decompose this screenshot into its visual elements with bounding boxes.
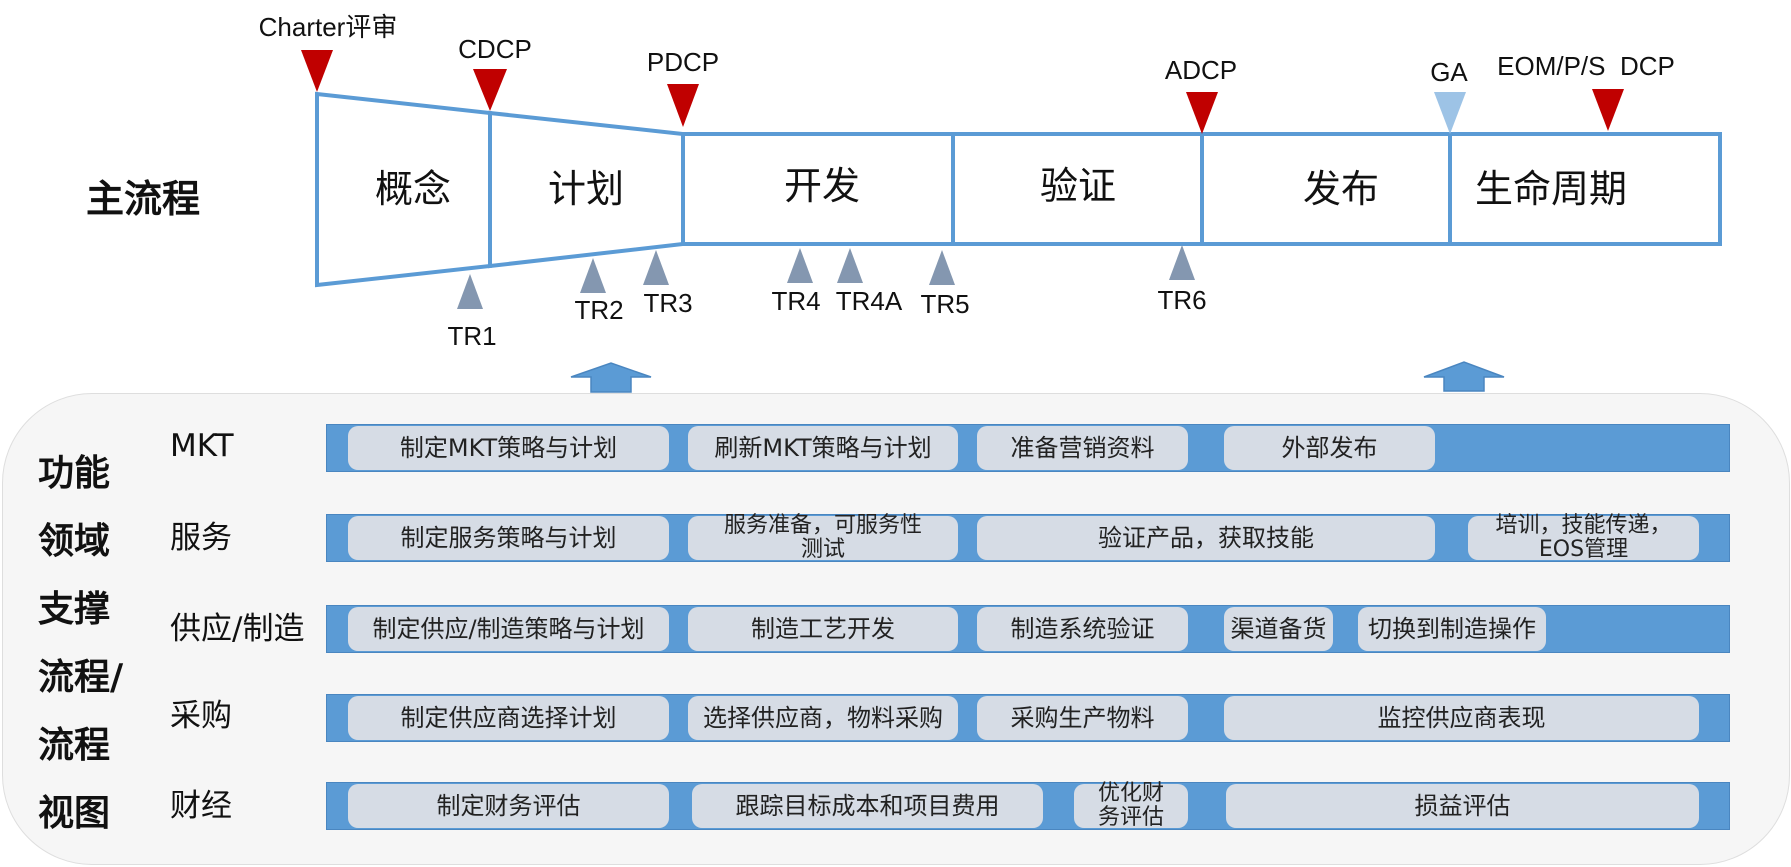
task-mkt-3: 准备营销资料 xyxy=(977,426,1188,470)
stage-label-concept: 概念 xyxy=(375,167,451,211)
main-flow-title: 主流程 xyxy=(86,177,201,221)
lane-label-mkt: MKT xyxy=(170,428,234,464)
support-title: 功能 领域 支撑 流程/ 流程 视图 xyxy=(38,440,138,848)
review-label-tr1: TR1 xyxy=(447,321,496,351)
main-flow-graphic: 概念 计划 开发 验证 发布 生命周期 Charter评审 CDCP PDCP … xyxy=(259,12,1722,351)
task-supply-3: 制造系统验证 xyxy=(977,607,1188,651)
review-marker-tr4 xyxy=(787,248,813,283)
task-finance-1: 制定财务评估 xyxy=(348,784,669,828)
decision-label-pdcp: PDCP xyxy=(647,47,719,77)
lane-label-procurement: 采购 xyxy=(170,698,232,734)
decision-marker-eom xyxy=(1592,89,1624,131)
task-mkt-4: 外部发布 xyxy=(1224,426,1435,470)
stage-label-lifecycle: 生命周期 xyxy=(1475,167,1627,211)
task-service-1: 制定服务策略与计划 xyxy=(348,516,669,560)
stage-box-lifecycle xyxy=(1448,132,1722,246)
task-service-2: 服务准备，可服务性 测试 xyxy=(688,514,958,562)
review-label-tr4a: TR4A xyxy=(836,286,903,316)
task-finance-2: 跟踪目标成本和项目费用 xyxy=(692,784,1043,828)
lane-label-service: 服务 xyxy=(170,520,232,556)
decision-label-eom: EOM/P/S DCP xyxy=(1497,51,1675,81)
review-marker-tr1 xyxy=(457,274,483,309)
task-procurement-3: 采购生产物料 xyxy=(977,696,1188,740)
support-title-line: 支撑 xyxy=(38,589,111,630)
task-procurement-4: 监控供应商表现 xyxy=(1224,696,1699,740)
review-marker-tr6 xyxy=(1169,245,1195,280)
task-service-4: 培训，技能传递， EOS管理 xyxy=(1468,514,1699,562)
stage-label-develop: 开发 xyxy=(784,164,860,208)
decision-marker-ga xyxy=(1434,92,1466,134)
lane-label-supply: 供应/制造 xyxy=(170,611,305,647)
decision-marker-cdcp xyxy=(473,69,507,111)
review-label-tr4: TR4 xyxy=(771,286,820,316)
review-marker-tr5 xyxy=(929,250,955,285)
review-label-tr6: TR6 xyxy=(1157,285,1206,315)
decision-label-adcp: ADCP xyxy=(1165,55,1237,85)
task-procurement-1: 制定供应商选择计划 xyxy=(348,696,669,740)
task-supply-2: 制造工艺开发 xyxy=(688,607,958,651)
review-label-tr3: TR3 xyxy=(643,288,692,318)
stage-label-release: 发布 xyxy=(1303,167,1379,211)
decision-marker-charter xyxy=(301,50,333,92)
stage-label-verify: 验证 xyxy=(1040,164,1116,208)
support-title-line: 流程 xyxy=(38,725,111,766)
support-title-line: 领域 xyxy=(38,521,111,562)
decision-marker-pdcp xyxy=(667,84,699,127)
support-title-line: 功能 xyxy=(38,453,111,494)
review-marker-tr4a xyxy=(837,248,863,283)
review-label-tr5: TR5 xyxy=(920,289,969,319)
decision-label-ga: GA xyxy=(1430,57,1468,87)
task-mkt-1: 制定MKT策略与计划 xyxy=(348,426,669,470)
decision-label-charter: Charter评审 xyxy=(259,12,398,42)
task-supply-5: 切换到制造操作 xyxy=(1358,607,1546,651)
task-mkt-2: 刷新MKT策略与计划 xyxy=(688,426,958,470)
review-marker-tr3 xyxy=(643,250,669,285)
review-marker-tr2 xyxy=(580,258,606,293)
support-title-line: 流程/ xyxy=(38,657,124,698)
task-supply-4: 渠道备货 xyxy=(1224,607,1333,651)
support-title-line: 视图 xyxy=(38,793,111,834)
task-procurement-2: 选择供应商，物料采购 xyxy=(688,696,958,740)
lane-label-finance: 财经 xyxy=(170,788,232,824)
decision-marker-adcp xyxy=(1186,92,1218,134)
decision-label-cdcp: CDCP xyxy=(458,34,532,64)
stage-label-plan: 计划 xyxy=(548,167,624,211)
review-label-tr2: TR2 xyxy=(574,295,623,325)
task-supply-1: 制定供应/制造策略与计划 xyxy=(348,607,669,651)
task-finance-4: 损益评估 xyxy=(1226,784,1699,828)
task-service-3: 验证产品，获取技能 xyxy=(977,516,1435,560)
task-finance-3: 优化财 务评估 xyxy=(1074,782,1188,830)
